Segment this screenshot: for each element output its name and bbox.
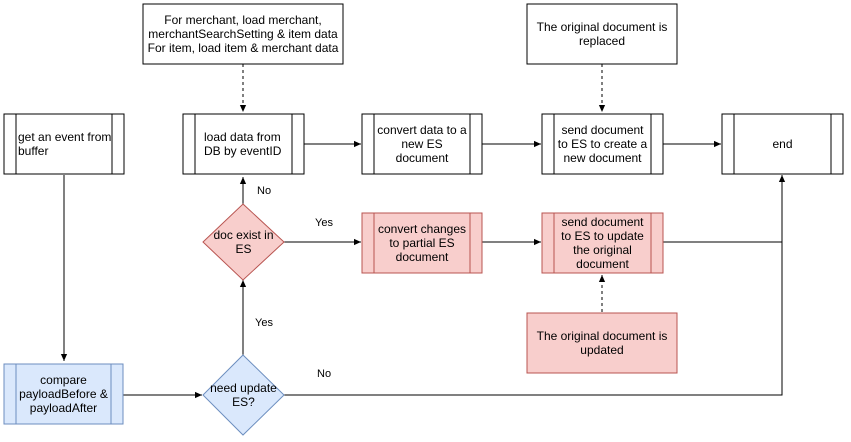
send-create-label: send document to ES to create a new docu… — [557, 123, 648, 165]
edge-label-need-update-yes: Yes — [255, 317, 273, 329]
edge-label-doc-exist-yes: Yes — [315, 217, 333, 229]
doc-exist-label: doc exist in ES — [213, 228, 274, 256]
node-end — [721, 113, 844, 175]
node-convert-partial — [361, 212, 483, 274]
get-event-label: get an event from buffer — [18, 130, 112, 158]
node-load-note — [142, 3, 344, 65]
edge-label-need-update-no: No — [317, 368, 332, 380]
compare-label: compare payloadBefore & payloadAfter — [19, 373, 108, 415]
node-get-event — [3, 113, 125, 175]
replaced-note-label: The original document is replaced — [536, 20, 668, 48]
load-data-label: load data from DB by eventID — [204, 130, 282, 158]
node-replaced-note — [526, 3, 678, 65]
updated-note-label: The original document is updated — [536, 329, 668, 357]
node-convert-new — [361, 113, 483, 175]
node-compare — [3, 363, 124, 425]
end-label: end — [772, 137, 793, 151]
convert-new-label: convert data to a new ES document — [377, 123, 467, 165]
need-update-label: need update ES? — [210, 381, 277, 409]
node-updated-note — [526, 312, 678, 374]
edge-need-update-no-to-end — [284, 175, 786, 396]
node-need-update — [202, 354, 285, 436]
send-update-label: send document to ES to update the origin… — [561, 215, 644, 271]
node-load-data — [182, 113, 305, 175]
edges — [60, 64, 786, 399]
node-doc-exist — [202, 203, 285, 281]
load-note-label: For merchant, load merchant, merchantSea… — [147, 13, 339, 55]
node-send-update — [541, 212, 664, 274]
node-send-create — [541, 113, 664, 175]
convert-partial-label: convert changes to partial ES document — [377, 222, 467, 264]
edge-label-doc-exist-no: No — [257, 185, 272, 197]
